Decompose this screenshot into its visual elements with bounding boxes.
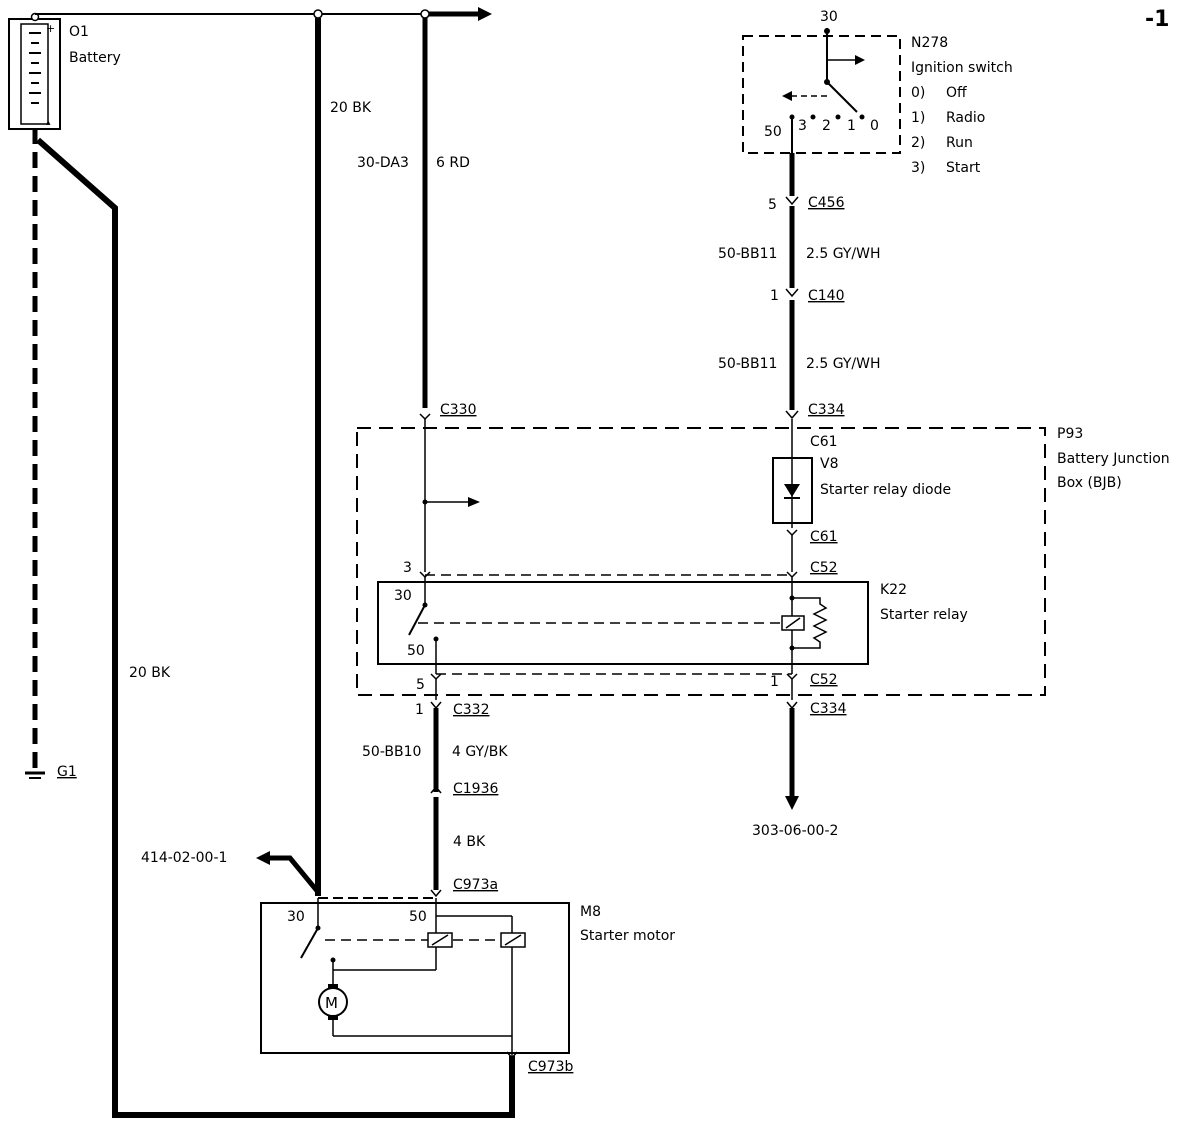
- wire-to-303: [785, 701, 799, 810]
- ignition-pos-1-label: Radio: [946, 110, 985, 126]
- ignition-pos-0-label: Off: [946, 85, 967, 101]
- diode-id: V8: [820, 456, 838, 472]
- connector-c52-top-label: C52: [810, 560, 838, 576]
- battery-plus-label: +: [46, 22, 55, 35]
- ignition-contact-3: 3: [798, 118, 807, 134]
- bjb-boundary: [356, 427, 1046, 696]
- wire-50bb11: [785, 153, 799, 420]
- wire-4bk-label: 4 BK: [453, 834, 486, 850]
- wire-50bb11-b-circuit: 50-BB11: [718, 356, 777, 372]
- reference-left: 414-02-00-1: [141, 850, 227, 866]
- wire-50bb10-size: 4 GY/BK: [452, 744, 508, 760]
- connector-c330-symbol: [419, 413, 431, 421]
- starter-relay-symbol: [377, 577, 869, 674]
- connector-c334-top-label: C334: [808, 402, 845, 418]
- ignition-pos-2-num: 2): [911, 135, 925, 151]
- connector-c334-bottom-label: C334: [810, 701, 847, 717]
- wire-30da3-label: 30-DA3: [357, 155, 409, 171]
- connector-c456-label: C456: [808, 195, 845, 211]
- wire-50bb11-a-size: 2.5 GY/WH: [806, 246, 881, 262]
- battery-symbol: + ▴: [8, 12, 61, 130]
- ignition-pos-1-num: 1): [911, 110, 925, 126]
- connector-c140-pin: 1: [770, 288, 779, 304]
- ignition-contact-2: 2: [822, 118, 831, 134]
- relay-name: Starter relay: [880, 607, 968, 623]
- ignition-pos-0-num: 0): [911, 85, 925, 101]
- connector-c332-pin: 1: [415, 702, 424, 718]
- starter-motor-symbol: [260, 898, 570, 1060]
- connector-c140-label: C140: [808, 288, 845, 304]
- wire-50bb11-a-circuit: 50-BB11: [718, 246, 777, 262]
- ignition-pos-3-label: Start: [946, 160, 981, 176]
- connector-c52-bottom-label: C52: [810, 672, 838, 688]
- reference-left-arrow: [256, 851, 320, 894]
- wire-6rd-label: 6 RD: [436, 155, 470, 171]
- ignition-switch-id: N278: [911, 35, 948, 51]
- battery-positive-bus: [35, 7, 492, 21]
- motor-symbol-label: M: [325, 994, 338, 1012]
- starter-pin-30: 30: [287, 909, 305, 925]
- battery-id: O1: [69, 24, 89, 40]
- connector-c52-bottom-symbol: [430, 673, 798, 700]
- connector-c52-bottom-pin-left: 5: [416, 677, 425, 693]
- bjb-feed-wire: [422, 419, 480, 572]
- diode-name: Starter relay diode: [820, 482, 951, 498]
- connector-c456-pin: 5: [768, 197, 777, 213]
- reference-bottom: 303-06-00-2: [752, 823, 838, 839]
- connector-c61-bottom-label: C61: [810, 529, 838, 545]
- connector-c973a-label: C973a: [453, 877, 498, 893]
- wire-20bk-main-label: 20 BK: [330, 100, 372, 116]
- starter-id: M8: [580, 904, 601, 920]
- connector-c332-label: C332: [453, 702, 490, 718]
- ignition-switch-symbol: [742, 28, 901, 154]
- diode-symbol: [772, 419, 813, 572]
- connector-c52-top-symbol: [419, 571, 798, 579]
- connector-c973b-label: C973b: [528, 1059, 573, 1075]
- starter-name: Starter motor: [580, 928, 675, 944]
- relay-pin-50: 50: [407, 643, 425, 659]
- connector-c1936-label: C1936: [453, 781, 498, 797]
- ground-label: G1: [57, 764, 77, 780]
- wire-50bb10: [430, 701, 442, 898]
- relay-id: K22: [880, 582, 907, 598]
- ground-wire: [25, 128, 45, 779]
- connector-c52-bottom-pin-right: 1: [770, 674, 779, 690]
- wire-50bb10-circuit: 50-BB10: [362, 744, 421, 760]
- bjb-id: P93: [1057, 426, 1083, 442]
- relay-pin-30: 30: [394, 588, 412, 604]
- wire-20bk-ground: [36, 137, 515, 1118]
- ignition-contact-1: 1: [847, 118, 856, 134]
- connector-c61-top-label: C61: [810, 434, 838, 450]
- bjb-name-line2: Box (BJB): [1057, 475, 1122, 491]
- ignition-contact-0: 0: [870, 118, 879, 134]
- ignition-pos-3-num: 3): [911, 160, 925, 176]
- battery-minus-label: ▴: [46, 118, 51, 128]
- ignition-switch-pin-in: 30: [820, 9, 838, 25]
- wire-50bb11-b-size: 2.5 GY/WH: [806, 356, 881, 372]
- page-number: -1: [1145, 7, 1169, 32]
- connector-c52-top-pin: 3: [403, 560, 412, 576]
- starter-pin-50: 50: [409, 909, 427, 925]
- ignition-pos-2-label: Run: [946, 135, 973, 151]
- ignition-contact-50: 50: [764, 124, 782, 140]
- ignition-switch-name: Ignition switch: [911, 60, 1013, 76]
- bjb-name-line1: Battery Junction: [1057, 451, 1170, 467]
- battery-name: Battery: [69, 50, 121, 66]
- wire-20bk-ground-label: 20 BK: [129, 665, 171, 681]
- connector-c330-label: C330: [440, 402, 477, 418]
